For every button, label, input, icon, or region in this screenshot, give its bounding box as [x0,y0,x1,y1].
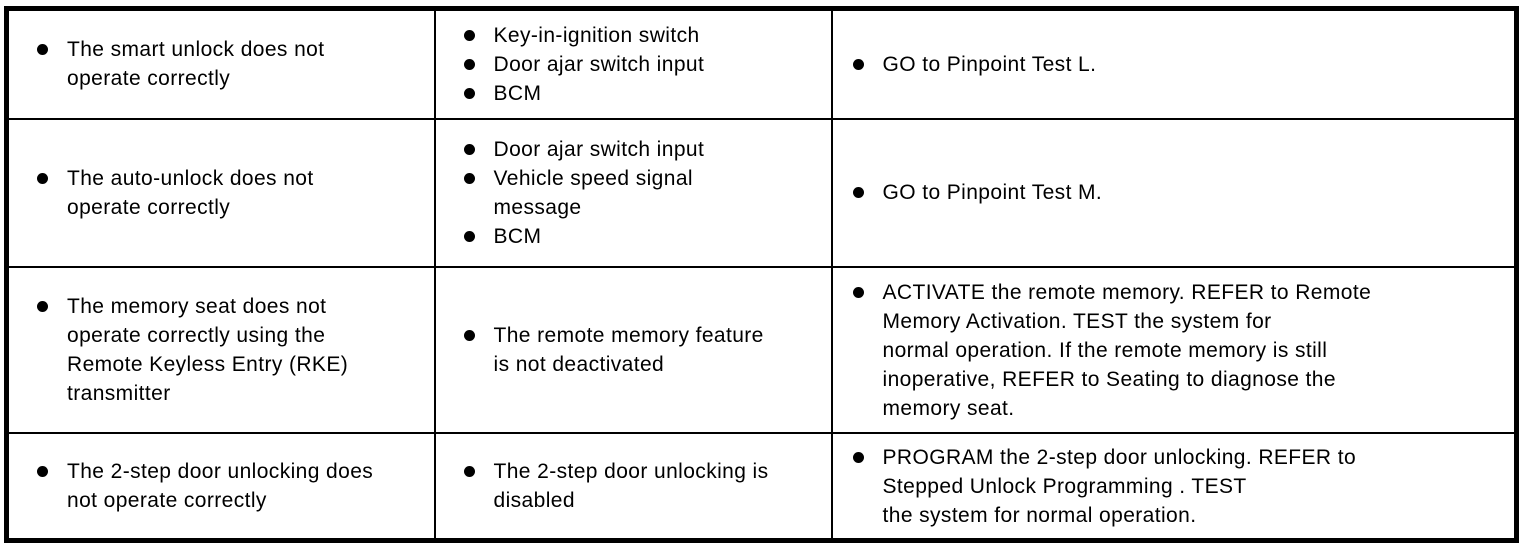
bullet-icon [463,87,475,99]
table-row: The auto-unlock does not operate correct… [5,117,1518,268]
bullet-item: The memory seat does not operate correct… [37,292,426,408]
bullet-icon [37,44,48,56]
bullet-icon [463,58,475,70]
action-text: PROGRAM the 2-step door unlocking. REFER… [882,445,1357,527]
bullet-item: Vehicle speed signal message [463,164,823,222]
symptom-text: The memory seat does not operate correct… [67,295,349,406]
bullet-icon [463,230,475,242]
bullet-item: BCM [463,79,823,108]
bullet-icon [463,466,475,478]
bullet-item: Door ajar switch input [463,50,823,79]
action-cell: PROGRAM the 2-step door unlocking. REFER… [830,432,1518,542]
source-text: The remote memory feature is not deactiv… [493,324,764,377]
table-row: The memory seat does not operate correct… [5,265,1518,435]
action-text: GO to Pinpoint Test L. [882,52,1097,76]
bullet-item: The remote memory feature is not deactiv… [463,321,823,379]
bullet-icon [463,143,475,155]
symptom-chart-table: The smart unlock does not operate correc… [4,6,1519,543]
bullet-icon [463,172,475,184]
symptom-cell: The 2-step door unlocking does not opera… [5,432,436,542]
action-cell: GO to Pinpoint Test M. [830,117,1518,268]
source-text: Key-in-ignition switch [493,23,700,47]
bullet-item: BCM [463,222,823,251]
bullet-item: ACTIVATE the remote memory. REFER to Rem… [852,278,1507,423]
bullet-item: The 2-step door unlocking does not opera… [37,457,426,515]
bullet-icon [852,451,864,463]
symptom-cell: The smart unlock does not operate correc… [5,7,436,120]
bullet-item: Door ajar switch input [463,135,823,164]
bullet-icon [852,58,864,70]
source-text: The 2-step door unlocking is disabled [493,460,769,513]
symptom-cell: The auto-unlock does not operate correct… [5,117,436,268]
bullet-item: Key-in-ignition switch [463,21,823,50]
bullet-item: GO to Pinpoint Test L. [852,50,1507,79]
table-row: The 2-step door unlocking does not opera… [5,432,1518,542]
sources-cell: The remote memory feature is not deactiv… [433,265,833,435]
symptom-text: The auto-unlock does not operate correct… [67,166,314,219]
table-row: The smart unlock does not operate correc… [5,7,1518,120]
sources-cell: Door ajar switch input Vehicle speed sig… [433,117,833,268]
action-text: GO to Pinpoint Test M. [882,181,1103,205]
bullet-item: The smart unlock does not operate correc… [37,35,426,93]
symptom-text: The smart unlock does not operate correc… [67,38,325,91]
sources-cell: Key-in-ignition switch Door ajar switch … [433,7,833,120]
bullet-icon [463,330,475,342]
action-cell: GO to Pinpoint Test L. [830,7,1518,120]
bullet-item: The auto-unlock does not operate correct… [37,164,426,222]
bullet-icon [37,172,48,184]
bullet-item: GO to Pinpoint Test M. [852,178,1507,207]
source-text: Door ajar switch input [493,52,705,76]
bullet-icon [463,29,475,41]
bullet-item: PROGRAM the 2-step door unlocking. REFER… [852,443,1507,530]
symptom-cell: The memory seat does not operate correct… [5,265,436,435]
bullet-icon [852,187,864,199]
bullet-icon [37,466,48,478]
action-cell: ACTIVATE the remote memory. REFER to Rem… [830,265,1518,435]
bullet-item: The 2-step door unlocking is disabled [463,457,823,515]
bullet-icon [37,301,48,313]
source-text: BCM [493,224,542,248]
action-text: ACTIVATE the remote memory. REFER to Rem… [882,280,1372,420]
sources-cell: The 2-step door unlocking is disabled [433,432,833,542]
bullet-icon [852,286,864,298]
source-text: BCM [493,81,542,105]
source-text: Door ajar switch input [493,137,705,161]
symptom-text: The 2-step door unlocking does not opera… [67,460,374,513]
source-text: Vehicle speed signal message [493,166,693,219]
